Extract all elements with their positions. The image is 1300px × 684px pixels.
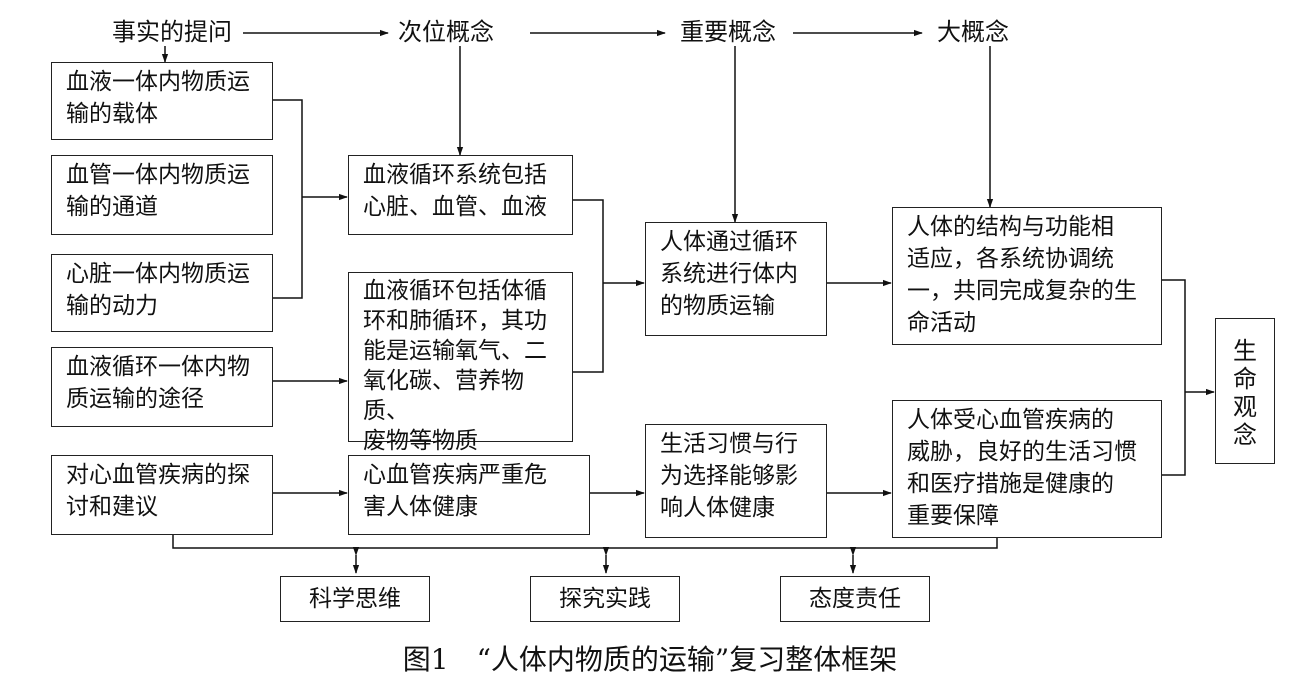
life-concept-box: 生命观念 — [1215, 318, 1275, 464]
sub-concept-line: 心脏、血管、血液 — [363, 194, 547, 220]
fact-line: 血液循环一体内物 — [66, 354, 250, 380]
fact-line: 对心血管疾病的探 — [66, 462, 250, 488]
fact-line: 心脏一体内物质运 — [66, 261, 250, 287]
fact-line: 质运输的途径 — [66, 386, 204, 412]
life-concept-char: 命 — [1233, 365, 1257, 393]
fact-line: 输的通道 — [66, 194, 158, 220]
fact-box-circulation: 血液循环一体内物质运输的途径 — [51, 347, 273, 427]
big-concept-box-structure: 人体的结构与功能相适应，各系统协调统一，共同完成复杂的生命活动 — [892, 207, 1162, 345]
sub-concept-line: 环和肺循环，其功 — [363, 308, 547, 334]
fact-line: 血液一体内物质运 — [66, 69, 250, 95]
fact-line: 输的载体 — [66, 101, 158, 127]
big-concept-line: 重要保障 — [907, 503, 999, 529]
sub-concept-line: 废物等物质 — [363, 428, 478, 454]
level-label-important-concept: 重要概念 — [680, 18, 776, 46]
important-concept-line: 的物质运输 — [660, 293, 775, 319]
life-concept-char: 观 — [1233, 393, 1257, 421]
big-concept-box-health: 人体受心血管疾病的威胁，良好的生活习惯和医疗措施是健康的重要保障 — [892, 400, 1162, 538]
sub-concept-box-system: 血液循环系统包括心脏、血管、血液 — [348, 155, 573, 235]
sub-concept-box-circulation: 血液循环包括体循环和肺循环，其功能是运输氧气、二氧化碳、营养物质、废物等物质 — [348, 272, 573, 454]
sub-concept-line: 心血管疾病严重危 — [363, 462, 547, 488]
big-concept-line: 和医疗措施是健康的 — [907, 471, 1114, 497]
big-concept-line: 威胁，良好的生活习惯 — [907, 439, 1137, 465]
level-label-sub-concept: 次位概念 — [398, 18, 494, 46]
important-concept-line: 系统进行体内 — [660, 261, 798, 287]
fact-box-vessels: 血管一体内物质运输的通道 — [51, 155, 273, 235]
life-concept-char: 念 — [1233, 421, 1257, 449]
important-concept-line: 人体通过循环 — [660, 229, 798, 255]
sub-concept-line: 血液循环包括体循 — [363, 278, 547, 304]
practice-box-inquiry: 探究实践 — [530, 576, 680, 622]
big-concept-line: 人体受心血管疾病的 — [907, 407, 1114, 433]
sub-concept-line: 氧化碳、营养物质、 — [363, 368, 524, 424]
important-concept-line: 生活习惯与行 — [660, 431, 798, 457]
important-concept-line: 为选择能够影 — [660, 463, 798, 489]
big-concept-line: 人体的结构与功能相 — [907, 214, 1114, 240]
fact-line: 输的动力 — [66, 293, 158, 319]
big-concept-line: 适应，各系统协调统 — [907, 246, 1114, 272]
big-concept-line: 一，共同完成复杂的生 — [907, 278, 1137, 304]
fact-line: 讨和建议 — [66, 494, 158, 520]
fact-box-blood: 血液一体内物质运输的载体 — [51, 62, 273, 140]
important-concept-box-habits: 生活习惯与行为选择能够影响人体健康 — [645, 424, 827, 538]
sub-concept-line: 害人体健康 — [363, 494, 478, 520]
figure-caption: 图1 “人体内物质的运输”复习整体框架 — [402, 643, 898, 676]
level-label-big-concept: 大概念 — [937, 18, 1009, 46]
fact-box-heart: 心脏一体内物质运输的动力 — [51, 254, 273, 332]
sub-concept-line: 血液循环系统包括 — [363, 162, 547, 188]
practice-box-responsibility: 态度责任 — [780, 576, 930, 622]
important-concept-box-transport: 人体通过循环系统进行体内的物质运输 — [645, 222, 827, 336]
important-concept-line: 响人体健康 — [660, 495, 775, 521]
big-concept-line: 命活动 — [907, 310, 976, 336]
fact-line: 血管一体内物质运 — [66, 162, 250, 188]
fact-box-disease: 对心血管疾病的探讨和建议 — [51, 455, 273, 535]
life-concept-char: 生 — [1233, 337, 1257, 365]
level-label-facts: 事实的提问 — [112, 18, 232, 46]
sub-concept-line: 能是运输氧气、二 — [363, 338, 547, 364]
sub-concept-box-disease: 心血管疾病严重危害人体健康 — [348, 455, 590, 535]
practice-box-scientific-thinking: 科学思维 — [280, 576, 430, 622]
